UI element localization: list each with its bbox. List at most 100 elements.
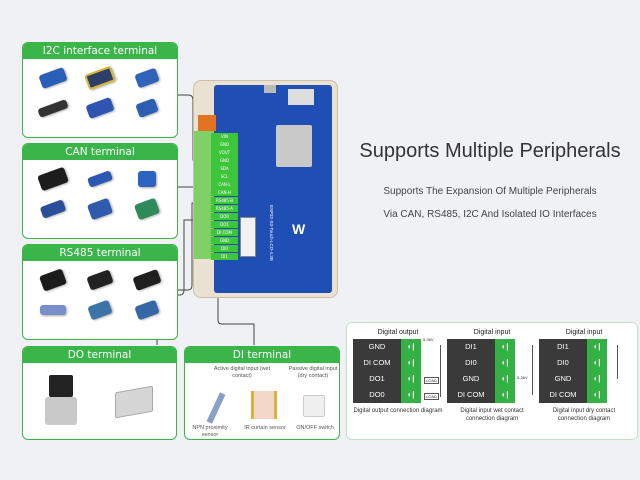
ffc-connector xyxy=(240,217,256,257)
terminal-screw-icon: ◐| xyxy=(407,374,415,383)
can-module-image xyxy=(126,196,169,222)
di-card-title: DI terminal xyxy=(185,347,339,363)
terminal-screw-icon: ◐| xyxy=(407,358,415,367)
pin-label: VIN xyxy=(211,133,238,141)
pin-label: VOUT xyxy=(211,148,238,157)
subline-1: Supports The Expansion Of Multiple Perip… xyxy=(383,186,597,197)
diagram-caption: Digital input dry contact connection dia… xyxy=(552,408,616,422)
rs485-terminal-card: RS485 terminal xyxy=(22,244,178,340)
pin-label: RS485-B xyxy=(211,196,238,205)
pin-label: DI0 xyxy=(557,358,569,367)
pin-label: DI COM xyxy=(457,390,485,399)
pin-label: DI1 xyxy=(557,342,569,351)
i2c-terminal-card: I2C interface terminal xyxy=(22,42,178,138)
load-label: LOAD xyxy=(424,393,439,400)
terminal-screw-icon: ◐| xyxy=(501,374,509,383)
pin-label: SCL xyxy=(211,172,238,181)
ir-sensor-label: IR curtain sensor xyxy=(244,425,286,431)
terminal-screw-icon: ◐| xyxy=(501,358,509,367)
rs485-module-image xyxy=(126,297,169,323)
active-input-label: Active digital input (wet contact) xyxy=(213,366,271,379)
npn-sensor-label: NPN proximity sensor xyxy=(192,425,228,438)
waveshare-logo: W xyxy=(292,221,306,237)
can-card-title: CAN terminal xyxy=(23,144,177,160)
load-label: LOAD xyxy=(424,377,439,384)
pin-label: DI COM xyxy=(363,358,391,367)
terminal-screw-icon: ◐| xyxy=(407,342,415,351)
pin-label: GND xyxy=(554,374,572,383)
pin-label: DO0 xyxy=(369,390,385,399)
can-module-image xyxy=(31,166,74,192)
pin-labels: VIN GND VOUT GND SDA SCL CAN-L CAN-H RS4… xyxy=(211,133,238,261)
pin-label: RS485-A xyxy=(211,204,238,213)
pin-label: DO0 xyxy=(211,212,238,221)
switch-label: ON/OFF switch xyxy=(296,425,334,431)
i2c-module-image xyxy=(78,65,121,91)
pin-label: DO1 xyxy=(211,220,238,229)
do-terminal-card: DO terminal xyxy=(22,346,177,440)
sd-slot xyxy=(288,89,314,105)
rs485-module-image xyxy=(31,267,74,293)
digital-input-wet-diagram: Digital input DI1 DI0 GND DI COM ◐| ◐| ◐… xyxy=(447,329,537,423)
digital-input-dry-diagram: Digital input DI1 DI0 GND DI COM ◐| ◐| ◐… xyxy=(539,329,629,423)
terminal-screw-icon: ◐| xyxy=(593,374,601,383)
wiring-diagrams-panel: Digital output GND DI COM DO1 DO0 ◐| ◐| … xyxy=(346,322,638,440)
pin-label: DI COM xyxy=(549,390,577,399)
headline: Supports Multiple Peripherals xyxy=(359,140,621,162)
terminal-screw-icon: ◐| xyxy=(593,358,601,367)
rs485-module-image xyxy=(78,267,121,293)
rs485-module-image xyxy=(31,297,74,323)
switch-image xyxy=(303,395,325,417)
i2c-module-image xyxy=(126,65,169,91)
electromagnetic-lock-image xyxy=(115,385,153,419)
ir-curtain-image xyxy=(251,391,277,419)
pin-label: DI0 xyxy=(465,358,477,367)
orange-connector xyxy=(198,115,216,131)
pin-label: GND xyxy=(211,156,238,165)
terminal-screw-icon: ◐| xyxy=(501,390,509,399)
npn-sensor-image xyxy=(206,392,226,424)
di-terminal-card: DI terminal Active digital input (wet co… xyxy=(184,346,340,440)
pin-label: CAN-L xyxy=(211,180,238,189)
i2c-module-image xyxy=(31,65,74,91)
rs485-module-image xyxy=(126,267,169,293)
pin-label: DI COM xyxy=(211,228,238,237)
terminal-screw-icon: ◐| xyxy=(593,390,601,399)
passive-input-label: Passive digital input (dry contact) xyxy=(288,366,338,379)
terminal-screw-icon: ◐| xyxy=(593,342,601,351)
diagram-title: Digital output xyxy=(377,329,419,336)
can-terminal-card: CAN terminal xyxy=(22,143,178,239)
diagram-title: Digital input xyxy=(473,329,511,336)
solenoid-valve-image xyxy=(45,375,77,429)
pin-label: GND xyxy=(368,342,386,351)
diagram-caption: Digital input wet contact connection dia… xyxy=(460,408,524,422)
pin-label: SDA xyxy=(211,164,238,173)
pin-label: GND xyxy=(211,140,238,149)
rs485-module-image xyxy=(78,297,121,323)
rs485-card-title: RS485 terminal xyxy=(23,245,177,261)
esp32-board: ESP32-S3-Touch-LCD-4.3B W VIN GND VOUT G… xyxy=(193,80,338,298)
i2c-module-image xyxy=(126,95,169,121)
usb-c-port xyxy=(264,85,276,93)
pin-label: DI0 xyxy=(211,244,238,253)
diagram-title: Digital input xyxy=(565,329,603,336)
pin-label: DI1 xyxy=(211,252,238,261)
terminal-screw-icon: ◐| xyxy=(407,390,415,399)
voltage-label: 5-36V xyxy=(423,337,434,342)
digital-output-diagram: Digital output GND DI COM DO1 DO0 ◐| ◐| … xyxy=(353,329,443,415)
pin-label: GND xyxy=(211,236,238,245)
subline-2: Via CAN, RS485, I2C And Isolated IO Inte… xyxy=(383,209,597,220)
pin-label: GND xyxy=(462,374,480,383)
i2c-module-image xyxy=(31,95,74,121)
terminal-screw-icon: ◐| xyxy=(501,342,509,351)
do-card-title: DO terminal xyxy=(23,347,176,363)
can-module-image xyxy=(31,196,74,222)
terminal-block xyxy=(194,131,214,259)
pin-label: CAN-H xyxy=(211,188,238,197)
pin-label: DO1 xyxy=(369,374,385,383)
can-module-image xyxy=(78,166,121,192)
can-module-image xyxy=(78,196,121,222)
i2c-card-title: I2C interface terminal xyxy=(23,43,177,59)
esp32-module xyxy=(276,125,312,167)
pin-label: DI1 xyxy=(465,342,477,351)
